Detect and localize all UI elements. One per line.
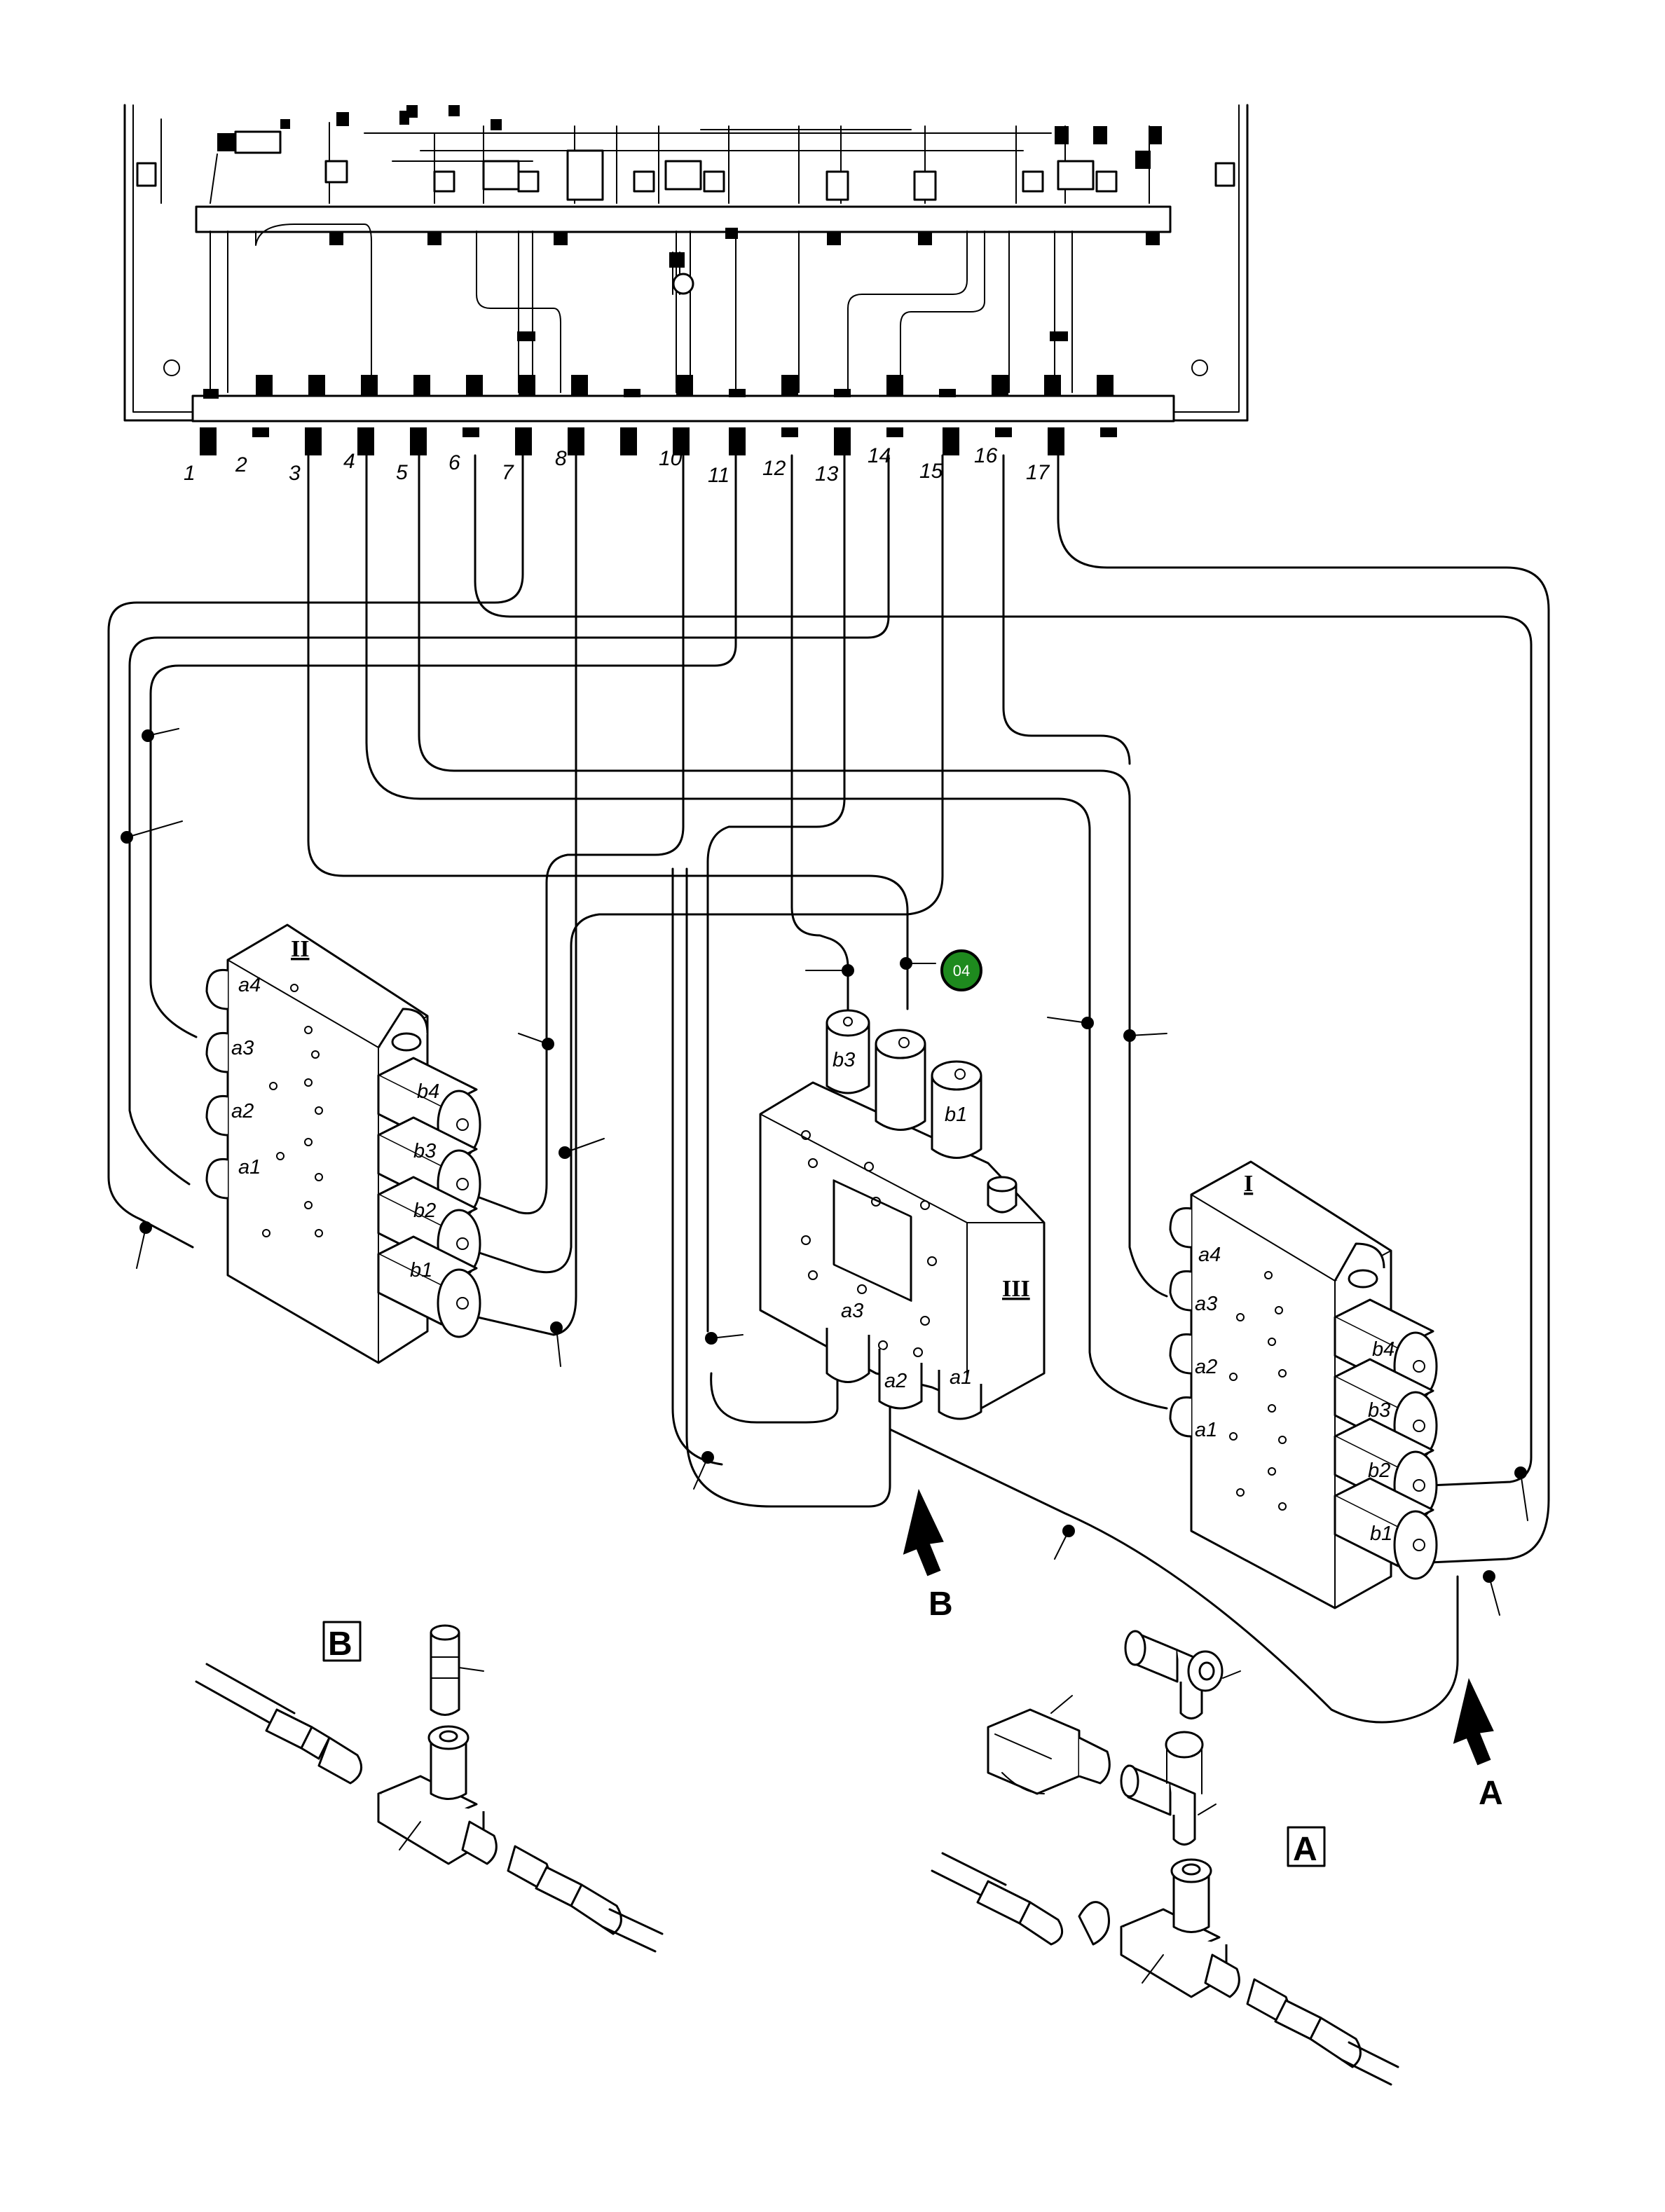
center-port-b3: b3 [832,1049,855,1071]
block-left-roman: II [291,936,309,962]
block-center-roman: III [1002,1276,1030,1302]
left-port-b3: b3 [413,1140,436,1162]
left-b-cylinders [377,1057,481,1338]
detail-a-label: A [1293,1831,1317,1868]
left-port-a3: a3 [231,1037,254,1059]
lower-rail-fittings [203,375,1114,399]
port-number-14: 14 [868,444,891,467]
right-port-a3: a3 [1195,1293,1217,1315]
callout-label: 04 [953,962,970,980]
port-number-6: 6 [448,451,460,474]
right-port-a2: a2 [1195,1356,1217,1378]
callout-04[interactable]: 04 [940,949,982,991]
center-port-a3: a3 [841,1300,863,1322]
port-number-17: 17 [1026,461,1050,484]
center-port-b1: b1 [945,1104,967,1126]
right-b-cylinders [1334,1298,1438,1580]
right-port-b4: b4 [1372,1338,1395,1361]
left-port-b2: b2 [413,1200,436,1222]
port-number-3: 3 [289,462,301,485]
valve-block-center: III b3 b1 a3 a2 a1 [759,1009,1046,1420]
port-number-13: 13 [815,462,839,486]
port-number-11: 11 [708,464,729,487]
hose-clamp-markers [121,728,1528,1616]
left-port-a1: a1 [238,1156,261,1179]
view-arrow-a[interactable]: A [1444,1675,1503,1812]
arrow-a-label: A [1479,1775,1503,1812]
port-number-2: 2 [235,453,247,476]
callout-circle [940,949,982,991]
port-number-1: 1 [184,462,196,485]
port-number-labels: 1 2 3 4 5 6 7 8 10 11 12 13 14 15 16 17 [184,444,1050,487]
valve-block-left: II a4 a3 a2 a1 [205,923,481,1364]
port-number-16: 16 [974,444,998,467]
arrow-b-label: B [929,1586,953,1623]
left-port-b4: b4 [417,1080,439,1103]
port-number-7: 7 [502,461,514,484]
port-number-5: 5 [396,461,408,484]
right-port-b1: b1 [1370,1523,1392,1545]
port-number-10: 10 [659,447,683,470]
right-port-a1: a1 [1195,1419,1217,1441]
left-port-a2: a2 [231,1100,254,1122]
valve-block-right: I a4 a3 a2 a1 [1169,1160,1438,1609]
outlet-nipples [200,427,1117,455]
left-port-b1: b1 [410,1259,432,1282]
view-arrow-b[interactable]: B [894,1486,953,1623]
center-port-a1: a1 [950,1366,972,1389]
detail-b-label: B [328,1626,352,1663]
detail-view-b: B [195,1621,664,1953]
center-port-a2: a2 [884,1370,907,1392]
block-right-roman: I [1244,1171,1253,1197]
port-number-15: 15 [919,460,943,483]
port-number-4: 4 [343,450,355,473]
right-port-b3: b3 [1368,1399,1390,1422]
left-port-a4: a4 [238,974,261,996]
right-port-a4: a4 [1198,1244,1221,1266]
right-port-b2: b2 [1368,1459,1390,1482]
port-number-8: 8 [555,447,567,470]
manifold-panel [123,104,1249,455]
hose-routing [107,454,1550,1724]
detail-view-a: A [931,1630,1399,2086]
port-number-12: 12 [762,457,786,480]
